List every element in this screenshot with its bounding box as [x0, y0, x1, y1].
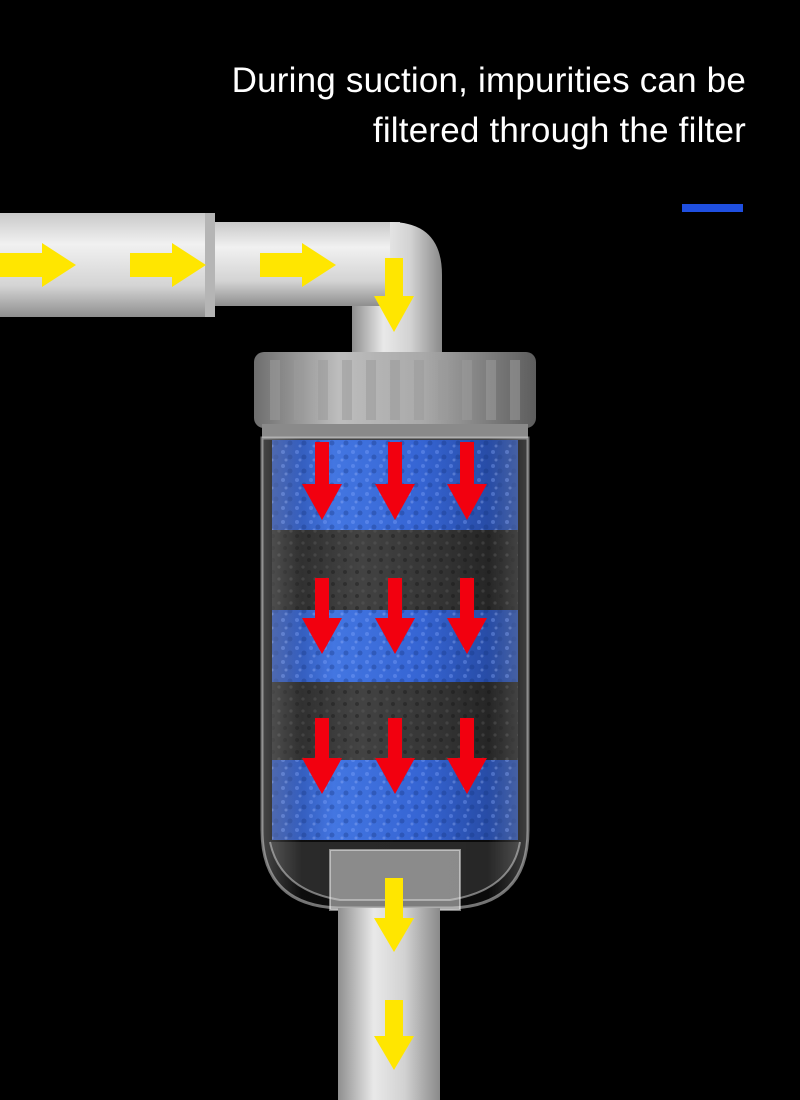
- arrow-down-icon: [447, 718, 487, 794]
- arrow-down-icon: [374, 258, 414, 332]
- flow-arrows: [0, 243, 414, 1070]
- accent-bar: [682, 204, 743, 212]
- arrow-down-icon: [302, 718, 342, 794]
- arrow-down-icon: [375, 718, 415, 794]
- caption-line-1: During suction, impurities can be: [231, 61, 746, 100]
- arrow-down-icon: [302, 578, 342, 654]
- caption: During suction, impurities can be filter…: [126, 56, 746, 156]
- arrow-down-icon: [374, 1000, 414, 1070]
- filtration-arrows: [302, 442, 487, 794]
- arrow-right-icon: [130, 243, 206, 287]
- caption-line-2: filtered through the filter: [372, 111, 746, 150]
- arrow-down-icon: [374, 878, 414, 952]
- filter-cap: [254, 352, 536, 438]
- arrow-down-icon: [375, 442, 415, 520]
- arrow-right-icon: [260, 243, 336, 287]
- arrow-right-icon: [0, 243, 76, 287]
- arrow-down-icon: [447, 578, 487, 654]
- arrow-down-icon: [302, 442, 342, 520]
- arrow-down-icon: [375, 578, 415, 654]
- arrow-down-icon: [447, 442, 487, 520]
